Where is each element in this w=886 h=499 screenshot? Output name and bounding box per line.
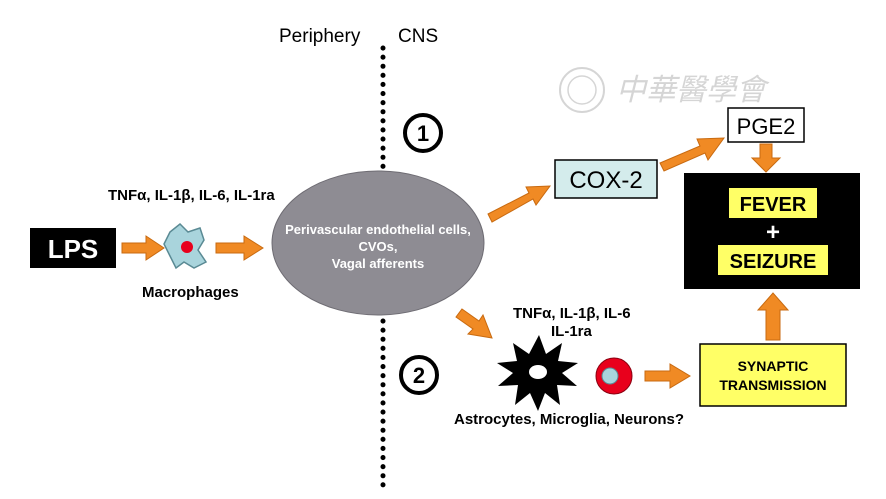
macrophage-icon bbox=[163, 222, 208, 270]
pge2-label: PGE2 bbox=[737, 114, 796, 139]
ellipse-line-1: Perivascular endothelial cells, bbox=[285, 222, 471, 237]
pathway-1-number: 1 bbox=[417, 121, 429, 146]
arrow-ellipse-to-astrocytes bbox=[455, 308, 493, 339]
arrow-lps-to-macrophage bbox=[121, 235, 165, 261]
cytokines-top-label: TNFα, IL-1β, IL-6, IL-1ra bbox=[108, 187, 275, 204]
cytokines-bottom-line-1: TNFα, IL-1β, IL-6 bbox=[513, 305, 631, 322]
fever-badge bbox=[729, 188, 817, 218]
ellipse-line-2: CVOs, bbox=[358, 239, 397, 254]
seizure-badge bbox=[718, 245, 828, 275]
arrow-macrophage-to-ellipse bbox=[215, 235, 264, 261]
astrocyte-icon bbox=[497, 335, 578, 411]
lps-label: LPS bbox=[48, 234, 99, 264]
cytokines-bottom-line-2: IL-1ra bbox=[551, 323, 593, 340]
pathway-1-marker: 1 bbox=[403, 113, 443, 153]
watermark: 中華醫學會 bbox=[559, 67, 770, 113]
cox2-label: COX-2 bbox=[569, 167, 642, 194]
periphery-label: Periphery bbox=[279, 26, 361, 47]
ellipse-line-3: Vagal afferents bbox=[332, 256, 425, 271]
cns-label: CNS bbox=[398, 26, 438, 47]
lps-box bbox=[30, 228, 116, 268]
watermark-text: 中華醫學會 bbox=[616, 74, 770, 107]
perivascular-ellipse bbox=[271, 170, 485, 316]
neuron-cell-icon bbox=[595, 357, 633, 395]
arrow-ellipse-to-cox2 bbox=[487, 185, 552, 223]
synaptic-line-2: TRANSMISSION bbox=[719, 377, 826, 393]
arrow-pge2-to-fever bbox=[750, 143, 782, 173]
cox2-box bbox=[554, 159, 658, 199]
arrow-neuron-to-synaptic bbox=[644, 363, 691, 389]
pathway-2-number: 2 bbox=[413, 363, 425, 388]
synaptic-line-1: SYNAPTIC bbox=[738, 358, 809, 374]
pge2-box bbox=[727, 107, 805, 143]
seizure-label: SEIZURE bbox=[730, 251, 817, 273]
macrophages-label: Macrophages bbox=[142, 284, 239, 301]
pathway-2-marker: 2 bbox=[399, 355, 439, 395]
fever-label: FEVER bbox=[740, 194, 807, 216]
synaptic-transmission-box bbox=[699, 343, 847, 407]
plus-sign: + bbox=[766, 219, 780, 246]
cells-label: Astrocytes, Microglia, Neurons? bbox=[454, 411, 684, 428]
arrow-synaptic-to-seizure bbox=[756, 292, 790, 341]
watermark-seal-icon bbox=[559, 67, 605, 113]
arrow-cox2-to-pge2 bbox=[659, 137, 726, 172]
